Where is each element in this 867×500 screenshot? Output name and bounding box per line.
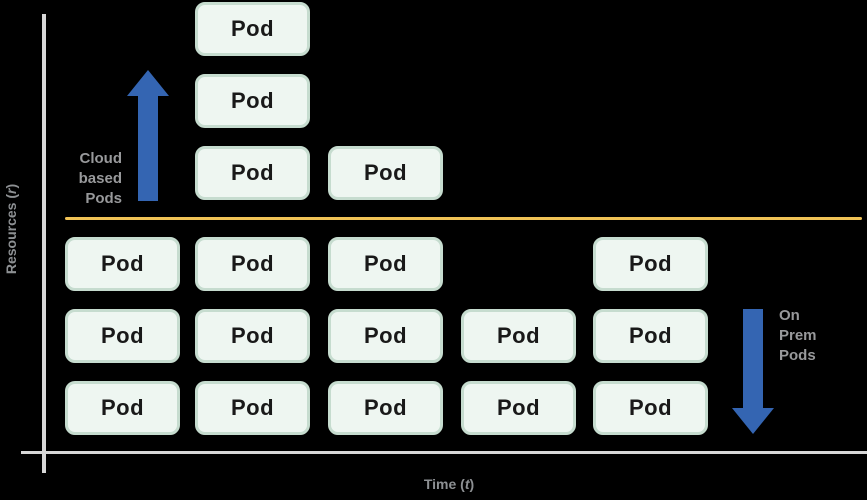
pod-label: Pod — [496, 395, 541, 420]
y-axis-line — [42, 14, 46, 473]
pod-box: Pod — [593, 381, 708, 435]
pod-label: Pod — [100, 395, 145, 420]
pod-label: Pod — [628, 251, 673, 276]
y-axis-label: Resources (r) — [3, 179, 19, 279]
on-prem-pods-label: On Prem Pods — [779, 306, 817, 366]
pod-label: Pod — [230, 395, 275, 420]
pod-box: Pod — [195, 2, 310, 56]
pod-box: Pod — [328, 146, 443, 200]
pod-label: Pod — [230, 88, 275, 113]
pod-box: Pod — [65, 381, 180, 435]
cloud-based-pods-label: Cloud based Pods — [79, 149, 122, 209]
cloud-label-line-2: based — [78, 170, 122, 187]
pod-box: Pod — [593, 309, 708, 363]
pod-box: Pod — [195, 146, 310, 200]
pod-label: Pod — [230, 323, 275, 348]
pod-box: Pod — [65, 309, 180, 363]
pod-box: Pod — [65, 237, 180, 291]
pod-label: Pod — [230, 160, 275, 185]
onprem-label-line-1: On — [779, 307, 800, 324]
cloud-label-line-1: Cloud — [79, 150, 123, 167]
pod-label: Pod — [363, 251, 408, 276]
x-axis-label-text: Time ( — [423, 476, 465, 492]
pod-box: Pod — [593, 237, 708, 291]
pod-label: Pod — [100, 323, 145, 348]
pod-label: Pod — [230, 16, 275, 41]
pod-label: Pod — [496, 323, 541, 348]
cloud-onprem-divider-line — [65, 217, 862, 220]
onprem-label-line-3: Pods — [779, 347, 816, 364]
onprem-label-line-2: Prem — [779, 327, 817, 344]
pod-box: Pod — [328, 381, 443, 435]
y-axis-label-text: Resources ( — [3, 193, 19, 275]
pod-label: Pod — [628, 395, 673, 420]
scale-up-arrow-icon — [127, 70, 169, 201]
x-axis-label-close: ) — [469, 476, 475, 492]
pod-box: Pod — [461, 381, 576, 435]
pod-box: Pod — [195, 309, 310, 363]
x-axis-variable: t — [464, 476, 470, 492]
pod-box: Pod — [461, 309, 576, 363]
x-axis-label: Time (t) — [399, 476, 499, 492]
pod-label: Pod — [363, 395, 408, 420]
pod-label: Pod — [628, 323, 673, 348]
pod-box: Pod — [195, 237, 310, 291]
pod-box: Pod — [195, 381, 310, 435]
pod-box: Pod — [328, 237, 443, 291]
scale-down-arrow-icon — [732, 309, 774, 434]
pod-box: Pod — [328, 309, 443, 363]
x-axis-line — [21, 451, 867, 454]
y-axis-variable: r — [3, 188, 19, 194]
pod-label: Pod — [100, 251, 145, 276]
cloud-label-line-3: Pods — [85, 190, 122, 207]
pod-label: Pod — [363, 160, 408, 185]
pod-label: Pod — [230, 251, 275, 276]
pod-label: Pod — [363, 323, 408, 348]
y-axis-label-close: ) — [3, 183, 19, 189]
pod-box: Pod — [195, 74, 310, 128]
